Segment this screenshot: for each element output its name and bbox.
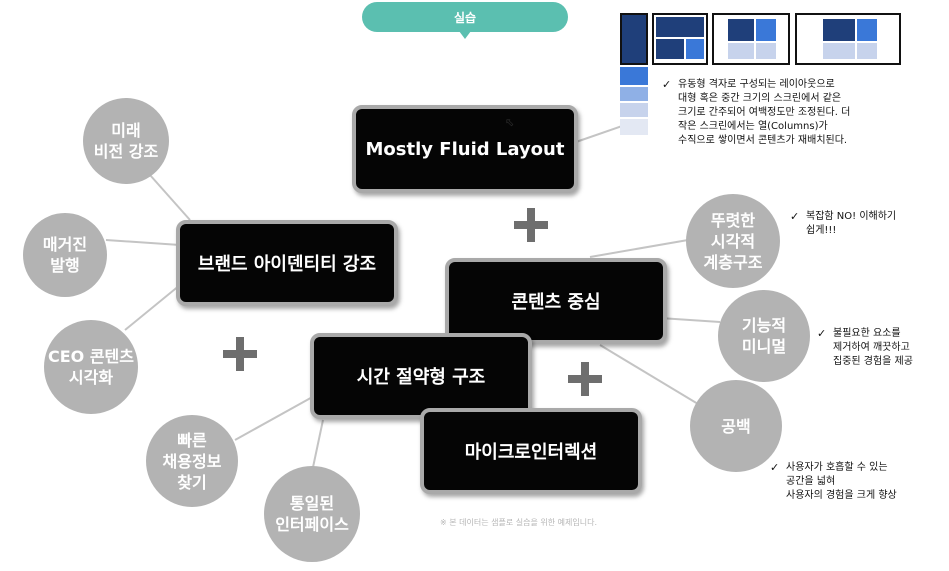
circle-whitespace: 공백: [690, 380, 782, 472]
connector-whitespace: [599, 344, 709, 411]
connector-fluid-desc: [575, 124, 626, 143]
connector-minimal: [659, 317, 721, 323]
circle-visual-hierarchy: 뚜렷한 시각적 계층구조: [686, 194, 780, 288]
plus-icon: [514, 208, 548, 242]
connector-hierarchy: [589, 239, 689, 258]
mostly-fluid-layout-box: Mostly Fluid Layout: [352, 105, 578, 193]
layout-thumb-small: [620, 13, 648, 135]
note-whitespace: ✓ 사용자가 호흡할 수 있는 공간을 넓혀 사용자의 경험을 크게 향상: [770, 461, 897, 501]
circle-ceo-content: CEO 콘텐츠 시각화: [44, 320, 138, 414]
circle-recruit-info: 빠른 채용정보 찾기: [146, 415, 238, 507]
micro-interaction-box: 마이크로인터렉션: [420, 408, 642, 494]
connector-unified: [311, 419, 324, 473]
brand-identity-box: 브랜드 아이덴티티 강조: [176, 220, 398, 306]
note-minimal: ✓ 불필요한 요소를 제거하여 깨끗하고 집중된 경험을 제공: [817, 327, 913, 367]
circle-unified-interface: 통일된 인터페이스: [264, 466, 360, 562]
practice-tab[interactable]: 실습: [362, 2, 568, 32]
mouse-cursor-icon: ⬁: [505, 116, 515, 129]
connector-future-vision: [149, 174, 191, 221]
circle-functional-minimal: 기능적 미니멀: [718, 290, 810, 382]
layout-thumb-medium: [652, 13, 708, 65]
circle-future-vision: 미래 비전 강조: [83, 98, 169, 184]
note-fluid-layout: ✓ 유동형 격자로 구성되는 레이아웃으로 대형 혹은 중간 크기의 스크린에서…: [662, 78, 851, 146]
note-simple: ✓ 복잡함 NO! 이해하기 쉽게!!!: [790, 210, 897, 236]
check-icon: ✓: [790, 210, 800, 223]
plus-icon: [568, 362, 602, 396]
layout-thumb-large: [712, 13, 790, 65]
time-saving-structure-box: 시간 절약형 구조: [310, 333, 532, 419]
layout-thumb-xlarge: [795, 13, 901, 65]
tab-pointer: [459, 31, 471, 39]
sample-data-footnote: ※ 본 데이터는 샘플로 실습을 위한 예제입니다.: [440, 518, 597, 527]
connector-recruit: [234, 394, 317, 441]
content-center-box: 콘텐츠 중심: [445, 258, 667, 344]
check-icon: ✓: [770, 461, 780, 474]
circle-magazine: 매거진 발행: [23, 213, 107, 297]
check-icon: ✓: [817, 327, 827, 340]
check-icon: ✓: [662, 78, 672, 91]
connector-magazine: [105, 239, 181, 246]
connector-ceo: [124, 284, 181, 331]
plus-icon: [223, 337, 257, 371]
